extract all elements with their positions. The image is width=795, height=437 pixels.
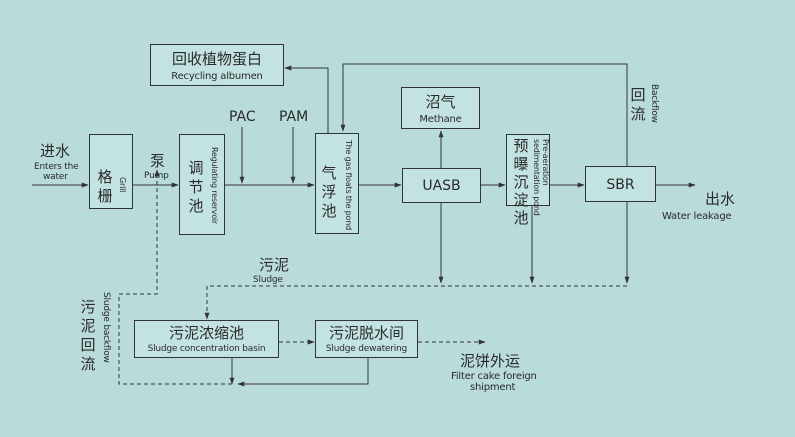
albumen-label-en: Recycling albumen [171,71,263,82]
presed-label-cn-1: 预 [513,137,529,155]
dewatering-label-cn: 污泥脱水间 [328,324,404,342]
albumen-box: 回收植物蛋白 Recycling albumen [150,44,284,86]
pam-label: PAM [279,109,309,125]
backflow-arrow [340,63,628,166]
sludge-label-en: Sludge [253,275,283,285]
presed-label-cn-2: 曝 [513,155,529,173]
presed-label-en-1: Pre-aeration [541,139,550,186]
sludge-label-cn: 污泥 [259,256,290,274]
flotation-label-cn-1: 气 [321,164,337,182]
cake-label-en-1: Filter cake foreign [451,371,537,382]
methane-label-en: Methane [419,114,462,125]
regulating-label-cn-2: 节 [188,178,204,196]
backflow-label-en: Backflow [649,84,659,123]
cake-label-cn: 泥饼外运 [460,352,521,370]
flotation-label-cn-2: 浮 [321,183,337,201]
outlet-label-en: Water leakage [662,211,732,222]
flotation-to-albumen-arrow [284,65,329,133]
dewatering-drain-arrow [237,358,369,387]
presed-label-cn-4: 淀 [513,191,529,209]
presed-label-cn-5: 池 [513,209,529,227]
albumen-label-cn: 回收植物蛋白 [171,50,262,68]
sludge-backflow-label-cn-3: 回 [80,336,96,354]
backflow-label-cn-2: 流 [630,105,646,123]
methane-label-cn: 沼气 [425,93,456,111]
presed-label-cn-3: 沉 [513,173,529,191]
inlet-label-cn: 进水 [40,142,71,160]
inlet-label-en-2: water [43,172,68,182]
cake-label-en-2: shipment [470,382,516,393]
flotation-label-cn-3: 池 [321,202,337,220]
presedimentation-box: 预 曝 沉 淀 池 Pre-aeration sedimentation pon… [506,134,550,227]
pump-label-en: Pump [144,171,169,181]
regulating-label-cn-3: 池 [188,197,204,215]
sludge-backflow-label-cn-4: 流 [80,355,96,373]
dewatering-label-en: Sludge dewatering [325,344,408,354]
grille-label-cn-1: 格 [97,168,113,186]
uasb-label: UASB [422,178,461,194]
grille-label-cn-2: 栅 [97,187,113,205]
sludge-collect-arrow [204,285,627,320]
presed-label-en-2: sedimentation pond [532,139,541,216]
flotation-label-en: The gas floats the pond [344,140,353,230]
grille-box: 格 栅 Grill [89,134,133,209]
flotation-pond-box: 气 浮 池 The gas floats the pond [315,133,359,234]
inlet-label-en-1: Enters the [34,162,79,172]
backflow-label-cn-1: 回 [630,86,646,104]
sbr-label: SBR [606,177,635,193]
sludge-backflow-label-cn-2: 泥 [80,317,96,335]
grille-label-en: Grill [118,177,127,193]
pump-label-cn: 泵 [150,152,166,170]
concentration-basin-box: 污泥浓缩池 Sludge concentration basin [134,320,279,358]
sbr-box: SBR [585,166,656,202]
pac-label: PAC [229,109,256,125]
regulating-label-cn-1: 调 [188,159,204,177]
concentration-label-en: Sludge concentration basin [147,344,266,354]
regulating-reservoir-box: 调 节 池 Regulating reservoir [179,134,225,235]
concentration-label-cn: 污泥浓缩池 [168,324,244,342]
methane-box: 沼气 Methane [401,87,480,129]
sludge-backflow-label-en: Sludge backflow [101,292,111,363]
regulating-label-en: Regulating reservoir [210,147,219,225]
outlet-label-cn: 出水 [705,190,736,208]
uasb-box: UASB [402,168,481,203]
dewatering-box: 污泥脱水间 Sludge dewatering [315,320,418,358]
sludge-backflow-arrow [118,169,232,385]
sludge-backflow-label-cn-1: 污 [80,298,96,316]
